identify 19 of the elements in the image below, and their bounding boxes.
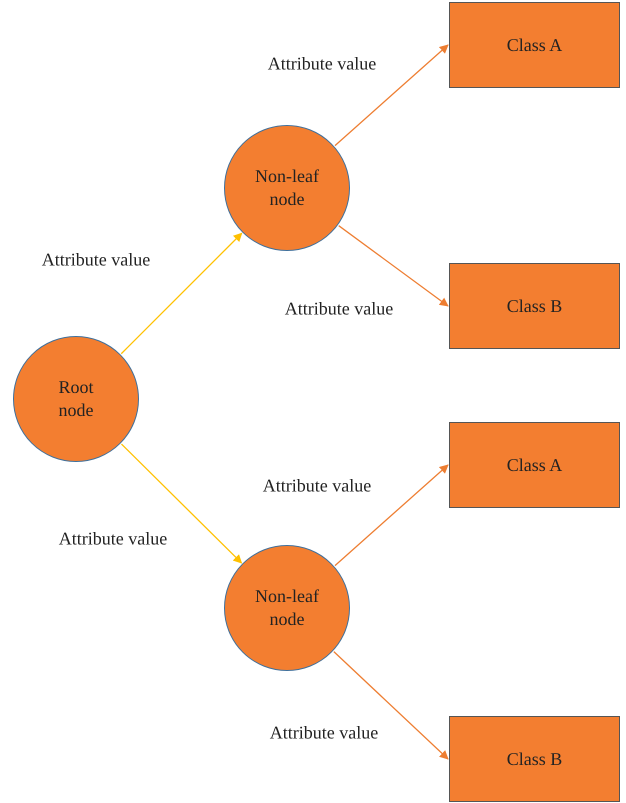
class-box: Class B	[449, 263, 620, 349]
decision-node-circle: Non-leaf node	[224, 545, 350, 671]
arrow	[334, 44, 449, 146]
arrow	[334, 464, 449, 566]
arrow	[121, 444, 242, 564]
edge-label: Attribute value	[268, 54, 376, 74]
class-box: Class B	[449, 716, 620, 802]
edge-label: Attribute value	[42, 250, 150, 270]
decision-node-circle: Non-leaf node	[224, 125, 350, 251]
class-box: Class A	[449, 2, 620, 88]
edge-label: Attribute value	[284, 298, 394, 320]
edge-label: Attribute value	[262, 476, 372, 496]
edge-label: Attribute value	[58, 528, 168, 550]
class-box: Class A	[449, 422, 620, 508]
arrow	[333, 651, 449, 760]
arrow	[338, 225, 449, 307]
decision-node-circle: Root node	[13, 336, 139, 462]
edge-label: Attribute value	[270, 722, 378, 744]
arrow	[120, 232, 242, 354]
